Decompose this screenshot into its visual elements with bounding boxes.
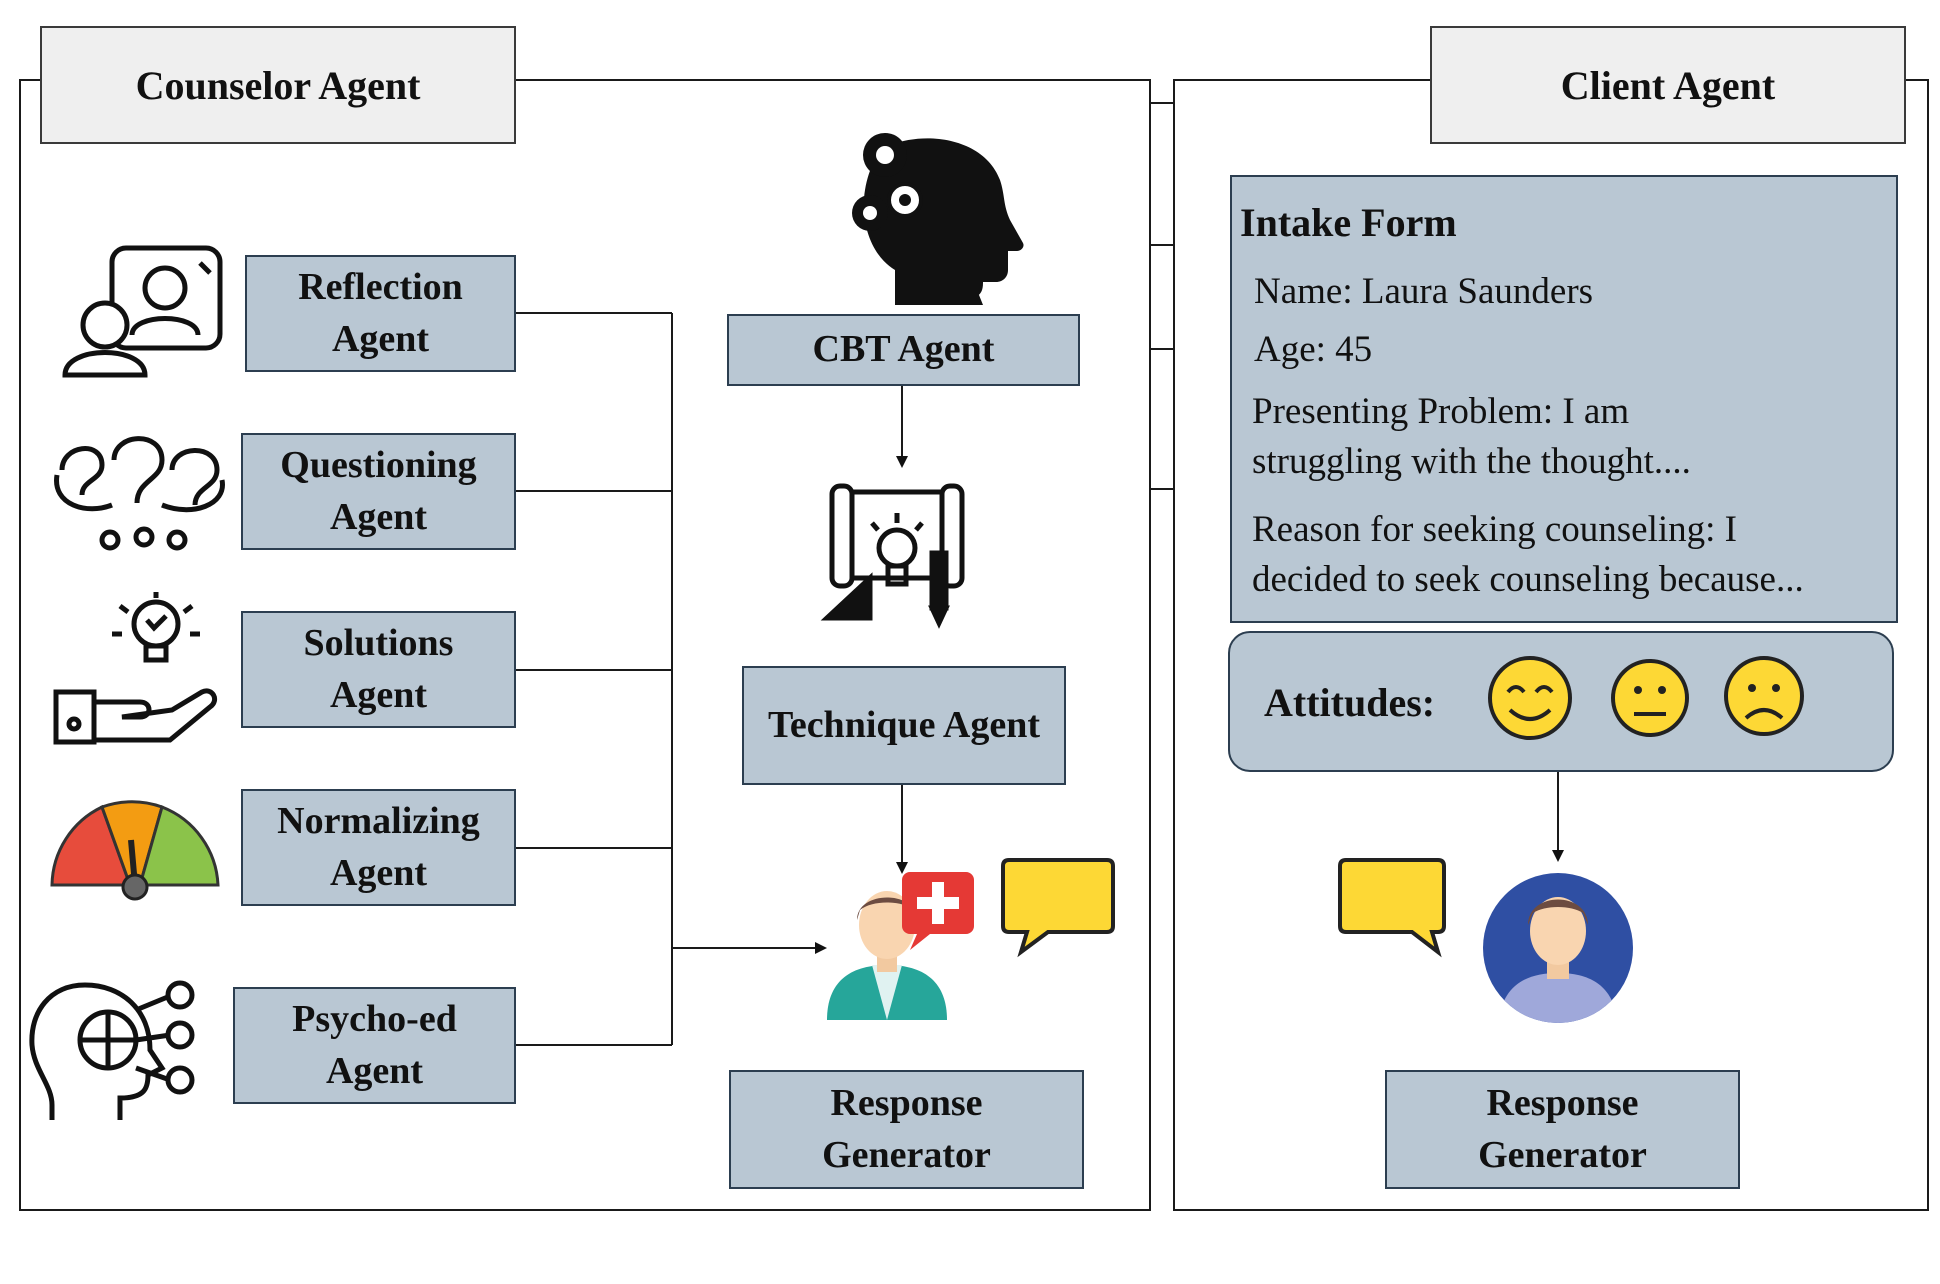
intake-name: Name: Laura Saunders xyxy=(1254,271,1594,312)
normalizing-agent-box: Normalizing Agent xyxy=(241,789,516,906)
people-frame-icon xyxy=(62,245,223,378)
client-speech-bubble-icon xyxy=(1338,858,1446,958)
psychoed-agent-label: Psycho-ed Agent xyxy=(292,998,457,1092)
solutions-agent-box: Solutions Agent xyxy=(241,611,516,728)
counselor-speech-bubble-icon xyxy=(1001,858,1115,958)
technique-agent-label: Technique Agent xyxy=(767,703,1041,746)
questioning-agent-label: Questioning Agent xyxy=(280,444,477,538)
counselor-response-generator-box: Response Generator xyxy=(729,1070,1084,1189)
intake-presenting-problem: Presenting Problem: I am struggling with… xyxy=(1252,391,1691,482)
solutions-agent-label: Solutions Agent xyxy=(303,622,454,716)
counselor-agent-title-text: Counselor Agent xyxy=(135,62,421,108)
client-response-generator-box: Response Generator xyxy=(1385,1070,1740,1189)
intake-reason: Reason for seeking counseling: I decided… xyxy=(1252,509,1804,600)
mood-gauge-icon xyxy=(50,800,220,901)
cbt-agent-label: CBT Agent xyxy=(812,328,995,371)
client-agent-title-text: Client Agent xyxy=(1560,62,1776,108)
intake-form: Intake Form Name: Laura Saunders Age: 45… xyxy=(1230,175,1898,623)
agent-bus-lines xyxy=(516,312,673,1046)
client-agent-title: Client Agent xyxy=(1430,26,1906,144)
reflection-agent-box: Reflection Agent xyxy=(245,255,516,372)
reflection-agent-label: Reflection Agent xyxy=(298,266,463,360)
psychoed-agent-box: Psycho-ed Agent xyxy=(233,987,516,1104)
question-marks-icon xyxy=(54,436,225,551)
counselor-agent-title: Counselor Agent xyxy=(40,26,516,144)
normalizing-agent-label: Normalizing Agent xyxy=(277,800,480,894)
brain-gears-icon xyxy=(852,133,1024,305)
intake-age: Age: 45 xyxy=(1254,329,1373,370)
hand-lightbulb-icon xyxy=(53,592,217,745)
technique-agent-box: Technique Agent xyxy=(742,666,1066,785)
questioning-agent-box: Questioning Agent xyxy=(241,433,516,550)
counselor-response-generator-label: Response Generator xyxy=(822,1082,991,1176)
attitudes-panel: Attitudes: xyxy=(1228,631,1894,772)
blueprint-bulb-icon xyxy=(820,483,965,629)
cbt-agent-box: CBT Agent xyxy=(727,314,1080,386)
counselor-avatar-icon xyxy=(827,872,974,1020)
head-checklist-icon xyxy=(29,980,195,1120)
client-response-generator-label: Response Generator xyxy=(1478,1082,1647,1176)
intake-form-title: Intake Form xyxy=(1240,200,1457,245)
attitudes-label: Attitudes: xyxy=(1264,680,1436,725)
panel-connectors xyxy=(1150,102,1174,490)
